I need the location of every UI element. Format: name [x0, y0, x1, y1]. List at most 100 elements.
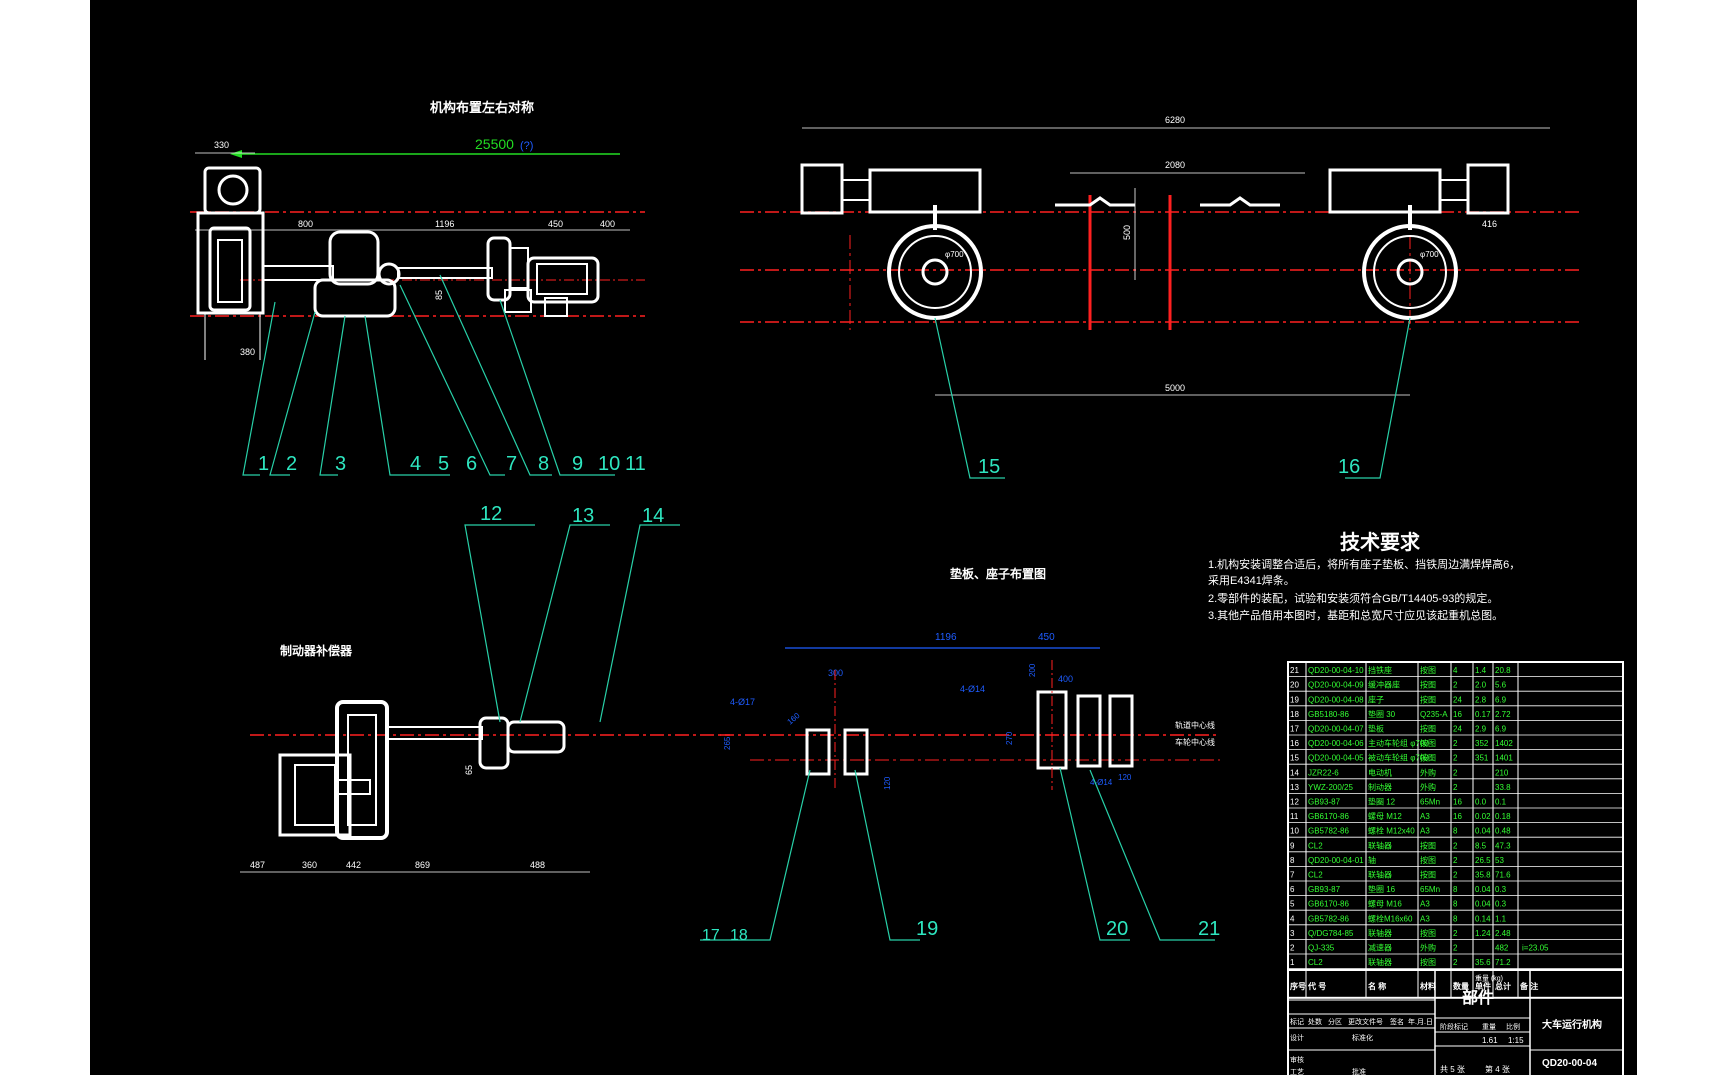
bom-cell: A3 [1420, 812, 1430, 821]
bom-cell: 主动车轮组 φ700 [1368, 738, 1429, 748]
balloon-6: 6 [466, 453, 477, 475]
bom-cell: 2 [1453, 841, 1458, 850]
bom-header-cell: 材料 [1420, 981, 1436, 991]
dim-442: 442 [346, 860, 361, 870]
bom-cell: GB93-87 [1308, 798, 1341, 807]
title-layout: 机构布置左右对称 [430, 100, 534, 115]
bom-cell: JZR22-6 [1308, 768, 1339, 777]
bom-cell: 外购 [1420, 767, 1436, 777]
balloon-10: 10 [598, 453, 620, 475]
bom-cell: 2 [1453, 958, 1458, 967]
bom-header-cell: 备 注 [1519, 981, 1538, 991]
bom-cell: 3 [1290, 929, 1295, 938]
balloon-14: 14 [642, 505, 664, 527]
bom-cell: 10 [1290, 827, 1299, 836]
dim-450-mid: 450 [1038, 632, 1055, 643]
bom-cell: 外购 [1420, 943, 1436, 953]
balloon-15: 15 [978, 456, 1000, 478]
bom-cell: 0.18 [1495, 812, 1511, 821]
bom-cell: 0.04 [1475, 827, 1491, 836]
bom-cell: 5.6 [1495, 681, 1507, 690]
dim-25500: 25500 [475, 136, 514, 152]
bom-cell: QD20-00-04-08 [1308, 695, 1364, 704]
bom-cell: QD20-00-04-05 [1308, 754, 1364, 763]
dim-phi700-right: φ700 [1420, 250, 1439, 259]
dim-4phi14-b: 4-Ø14 [1090, 778, 1113, 787]
bom-cell: GB5782-86 [1308, 827, 1349, 836]
bom-cell: CL2 [1308, 871, 1323, 880]
bom-cell: A3 [1420, 914, 1430, 923]
bom-cell: 按图 [1420, 840, 1436, 850]
bom-cell: 16 [1453, 812, 1462, 821]
title-col-2: 处数 [1308, 1017, 1322, 1026]
bom-cell: 482 [1495, 944, 1509, 953]
title-stage-3: 比例 [1506, 1022, 1520, 1031]
bom-cell: 4 [1290, 914, 1295, 923]
bom-cell: 7 [1290, 871, 1295, 880]
balloon-3: 3 [335, 453, 346, 475]
bom-cell: 按图 [1420, 738, 1436, 748]
bom-cell: 16 [1453, 798, 1462, 807]
dim-5000: 5000 [1165, 383, 1185, 393]
title-col-6: 年.月.日 [1408, 1017, 1433, 1026]
bom-header-weight: 重量 (kg) [1475, 974, 1503, 982]
bom-cell: 2 [1453, 739, 1458, 748]
dim-25500-suffix: (?) [520, 140, 533, 152]
title-part-name: 大车运行机构 [1542, 1018, 1602, 1031]
dim-160: 160 [786, 711, 802, 727]
bom-cell: 按图 [1420, 724, 1436, 734]
note-line-1: 1.机构安装调整合适后，将所有座子垫板、挡铁周边满焊焊高6， [1208, 557, 1520, 571]
bom-cell: 14 [1290, 768, 1299, 777]
bom-cell: 8 [1453, 914, 1458, 923]
title-block: 部件 大车运行机构 QD20-00-04 阶段标记 重量 比例 1.61 1:1… [1287, 969, 1624, 1075]
title-scale: 1:15 [1508, 1036, 1524, 1045]
dim-200: 200 [1028, 663, 1037, 677]
dim-416: 416 [1482, 219, 1497, 229]
bom-cell: 6.9 [1495, 695, 1507, 704]
bom-cell: 0.3 [1495, 885, 1507, 894]
bom-cell: 15 [1290, 754, 1299, 763]
bom-cell: 19 [1290, 695, 1299, 704]
label-rail-center: 轨道中心线 [1175, 720, 1215, 730]
top-left-assembly: 25500 (?) 330 800 1196 450 400 380 85 [190, 136, 645, 360]
bom-cell: CL2 [1308, 958, 1323, 967]
bom-cell: 53 [1495, 856, 1504, 865]
bom-cell: 0.48 [1495, 827, 1511, 836]
balloon-labels: 1 2 3 4 5 6 7 8 9 10 11 12 13 14 15 16 1… [258, 453, 1360, 944]
bom-cell: 24 [1453, 725, 1462, 734]
bottom-left-assembly: 487 360 442 869 488 65 [240, 700, 730, 873]
balloon-1: 1 [258, 453, 269, 475]
bom-cell: 按图 [1420, 665, 1436, 675]
balloon-9: 9 [572, 453, 583, 475]
bom-cell: QD20-00-04-01 [1308, 856, 1364, 865]
title-col-5: 签名 [1390, 1017, 1404, 1026]
dim-330: 330 [214, 140, 229, 150]
bom-cell: 351 [1475, 754, 1489, 763]
bom-cell: 2.48 [1495, 929, 1511, 938]
bom-cell: 16 [1453, 710, 1462, 719]
dim-400: 400 [600, 219, 615, 229]
dim-300-mid: 300 [828, 668, 843, 678]
bom-cell: 0.1 [1495, 798, 1507, 807]
bom-remark: i=23.05 [1522, 944, 1549, 953]
bom-cell: 减速器 [1368, 943, 1392, 953]
bom-cell: 0.3 [1495, 900, 1507, 909]
bom-cell: 1 [1290, 958, 1295, 967]
balloon-2: 2 [286, 453, 297, 475]
dim-4phi14-a: 4-Ø14 [960, 684, 985, 694]
dim-1196: 1196 [435, 219, 454, 229]
balloon-18: 18 [730, 927, 748, 944]
dim-4phi17: 4-Ø17 [730, 697, 755, 707]
title-sheet: 共 5 张 [1440, 1065, 1465, 1074]
title-row-std: 标准化 [1352, 1033, 1373, 1042]
title-coupling: 制动器补偿器 [280, 643, 353, 658]
bom-cell: 18 [1290, 710, 1299, 719]
bom-cell: 2.0 [1475, 681, 1487, 690]
balloon-5: 5 [438, 453, 449, 475]
title-stage-1: 阶段标记 [1440, 1022, 1468, 1031]
balloon-8: 8 [538, 453, 549, 475]
bom-cell: 13 [1290, 783, 1299, 792]
bom-cell: 垫板 [1368, 724, 1384, 734]
